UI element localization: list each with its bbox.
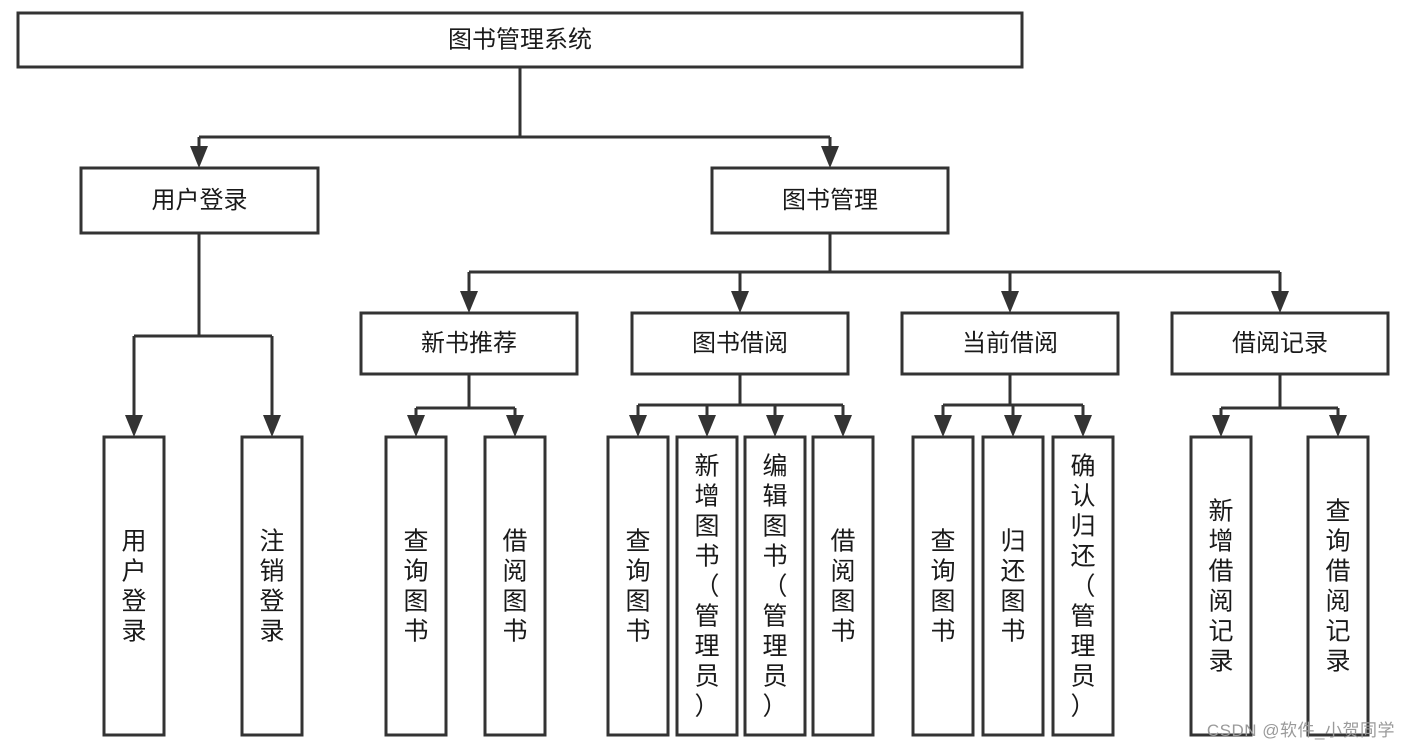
node-leaf-query-book-1[interactable]: 查询图书	[384, 435, 448, 737]
connector-arrowhead	[190, 146, 208, 168]
connector-arrowhead	[125, 415, 143, 437]
node-box-new-book-recommend[interactable]	[359, 311, 579, 376]
node-leaf-confirm-return[interactable]: 确认归还（管理员）	[1051, 435, 1115, 737]
node-label-current-borrow: 当前借阅	[962, 330, 1058, 357]
csdn-watermark: CSDN @软件_小贺同学	[1206, 721, 1395, 740]
connector-group-borrow-record-bus	[1212, 374, 1347, 437]
node-box-leaf-edit-book[interactable]	[743, 435, 807, 737]
connector-arrowhead	[263, 415, 281, 437]
node-book-borrow[interactable]: 图书借阅	[630, 311, 850, 376]
node-box-root[interactable]	[16, 11, 1024, 69]
connector-arrowhead	[1074, 415, 1092, 437]
connector-group-user-login-bus	[125, 233, 281, 437]
node-leaf-borrow-book-1[interactable]: 借阅图书	[483, 435, 547, 737]
node-box-leaf-query-record[interactable]	[1306, 435, 1370, 737]
node-leaf-logout[interactable]: 注销登录	[240, 435, 304, 737]
node-box-leaf-add-book[interactable]	[675, 435, 739, 737]
connector-arrowhead	[1004, 415, 1022, 437]
connector-arrowhead	[629, 415, 647, 437]
connector-arrowhead	[698, 415, 716, 437]
node-label-leaf-add-book: 新增图书（管理员）	[694, 452, 719, 720]
node-layer: 图书管理系统用户登录图书管理新书推荐图书借阅当前借阅借阅记录用户登录注销登录查询…	[16, 11, 1390, 737]
node-leaf-borrow-book-2[interactable]: 借阅图书	[811, 435, 875, 737]
node-box-user-login[interactable]	[79, 166, 320, 235]
node-label-leaf-query-record: 查询借阅记录	[1325, 497, 1350, 675]
node-label-borrow-record: 借阅记录	[1232, 330, 1328, 357]
node-user-login[interactable]: 用户登录	[79, 166, 320, 235]
node-leaf-add-book[interactable]: 新增图书（管理员）	[675, 435, 739, 737]
node-label-leaf-user-login: 用户登录	[121, 527, 146, 645]
node-leaf-query-book-3[interactable]: 查询图书	[911, 435, 975, 737]
connector-arrowhead	[506, 415, 524, 437]
node-box-book-management[interactable]	[710, 166, 950, 235]
node-label-leaf-query-book-3: 查询图书	[930, 527, 955, 645]
node-borrow-record[interactable]: 借阅记录	[1170, 311, 1390, 376]
node-label-leaf-logout: 注销登录	[259, 527, 284, 645]
node-box-leaf-logout[interactable]	[240, 435, 304, 737]
node-box-borrow-record[interactable]	[1170, 311, 1390, 376]
node-label-leaf-confirm-return: 确认归还（管理员）	[1070, 452, 1095, 720]
node-box-leaf-add-record[interactable]	[1189, 435, 1253, 737]
node-root[interactable]: 图书管理系统	[16, 11, 1024, 69]
node-box-leaf-query-book-3[interactable]	[911, 435, 975, 737]
connector-group-root-bus	[190, 67, 839, 168]
connector-arrowhead	[407, 415, 425, 437]
node-leaf-query-book-2[interactable]: 查询图书	[606, 435, 670, 737]
node-new-book-recommend[interactable]: 新书推荐	[359, 311, 579, 376]
node-label-leaf-return-book: 归还图书	[1000, 527, 1025, 645]
connector-arrowhead	[1212, 415, 1230, 437]
connector-group-book-borrow-bus	[629, 374, 852, 437]
node-leaf-add-record[interactable]: 新增借阅记录	[1189, 435, 1253, 737]
node-leaf-user-login[interactable]: 用户登录	[102, 435, 166, 737]
connector-group-new-book-bus	[407, 374, 524, 437]
node-box-current-borrow[interactable]	[900, 311, 1120, 376]
connector-arrowhead	[1271, 291, 1289, 313]
node-leaf-return-book[interactable]: 归还图书	[981, 435, 1045, 737]
node-box-leaf-user-login[interactable]	[102, 435, 166, 737]
node-box-leaf-query-book-1[interactable]	[384, 435, 448, 737]
connector-group-book-management-bus	[460, 233, 1289, 313]
node-current-borrow[interactable]: 当前借阅	[900, 311, 1120, 376]
connector-arrowhead	[934, 415, 952, 437]
node-label-book-management: 图书管理	[782, 187, 878, 214]
node-leaf-query-record[interactable]: 查询借阅记录	[1306, 435, 1370, 737]
connector-arrowhead	[460, 291, 478, 313]
node-label-leaf-query-book-2: 查询图书	[625, 527, 650, 645]
node-label-leaf-borrow-book-2: 借阅图书	[830, 527, 855, 645]
connector-arrowhead	[766, 415, 784, 437]
connector-arrowhead	[834, 415, 852, 437]
node-label-leaf-borrow-book-1: 借阅图书	[502, 527, 527, 645]
node-box-book-borrow[interactable]	[630, 311, 850, 376]
connector-arrowhead	[821, 146, 839, 168]
connector-group-current-borrow-bus	[934, 374, 1092, 437]
node-box-leaf-confirm-return[interactable]	[1051, 435, 1115, 737]
node-label-user-login: 用户登录	[152, 187, 248, 214]
node-box-leaf-borrow-book-1[interactable]	[483, 435, 547, 737]
node-book-management[interactable]: 图书管理	[710, 166, 950, 235]
node-box-leaf-borrow-book-2[interactable]	[811, 435, 875, 737]
node-label-leaf-edit-book: 编辑图书（管理员）	[762, 452, 787, 720]
node-leaf-edit-book[interactable]: 编辑图书（管理员）	[743, 435, 807, 737]
node-label-leaf-add-record: 新增借阅记录	[1208, 497, 1233, 675]
node-label-new-book-recommend: 新书推荐	[421, 330, 517, 357]
connector-arrowhead	[1329, 415, 1347, 437]
node-label-book-borrow: 图书借阅	[692, 330, 788, 357]
node-box-leaf-query-book-2[interactable]	[606, 435, 670, 737]
node-box-leaf-return-book[interactable]	[981, 435, 1045, 737]
node-label-root: 图书管理系统	[448, 26, 592, 53]
node-label-leaf-query-book-1: 查询图书	[403, 527, 428, 645]
connector-arrowhead	[1001, 291, 1019, 313]
connector-arrowhead	[731, 291, 749, 313]
connector-layer	[125, 67, 1347, 437]
